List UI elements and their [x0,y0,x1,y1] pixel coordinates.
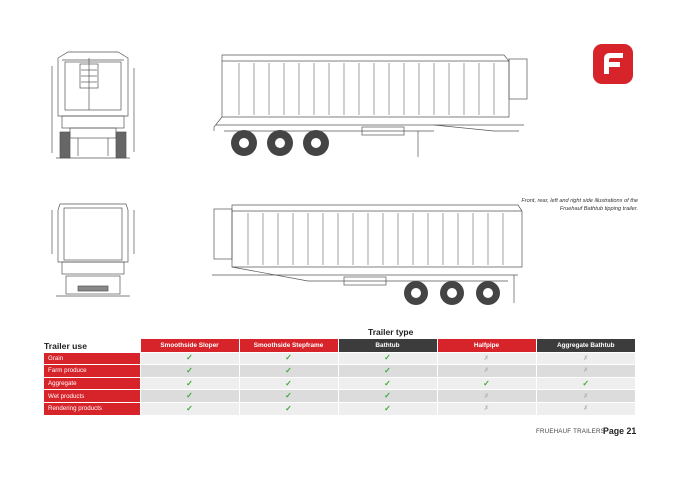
check-mark-icon: ✓ [139,376,239,390]
cross-mark-icon: ✗ [436,364,536,378]
check-mark-icon: ✓ [337,376,437,390]
check-mark-icon: ✓ [139,364,239,378]
row-label: Aggregate [44,376,140,390]
table-row: Wet products✓✓✓✗✗ [44,389,635,403]
check-mark-icon: ✓ [238,351,338,365]
column-header: Halfpipe [436,339,536,353]
column-header: Smoothside Stepframe [238,339,338,353]
table-row: Aggregate✓✓✓✓✓ [44,376,635,390]
row-label: Grain [44,351,140,365]
fruehauf-logo [593,44,633,84]
trailer-use-header: Trailer use [44,340,87,351]
table-row: Farm produce✓✓✓✗✗ [44,364,635,378]
check-mark-icon: ✓ [337,364,437,378]
check-mark-icon: ✓ [139,351,239,365]
table-row: Grain✓✓✓✗✗ [44,351,635,365]
cross-mark-icon: ✗ [535,401,635,415]
trailer-front-view-drawing [51,51,135,159]
page-number: Page 21 [603,426,637,436]
check-mark-icon: ✓ [238,401,338,415]
row-label: Farm produce [44,364,140,378]
cross-mark-icon: ✗ [535,389,635,403]
check-mark-icon: ✓ [337,401,437,415]
cross-mark-icon: ✗ [535,351,635,365]
check-mark-icon: ✓ [139,401,239,415]
row-label: Wet products [44,389,140,403]
cross-mark-icon: ✗ [436,389,536,403]
check-mark-icon: ✓ [238,376,338,390]
check-mark-icon: ✓ [337,351,437,365]
check-mark-icon: ✓ [238,364,338,378]
check-mark-icon: ✓ [337,389,437,403]
column-header: Bathtub [337,339,437,353]
trailer-use-table: Trailer use Smoothside Sloper Smoothside… [44,339,635,415]
row-label: Rendering products [44,401,140,415]
fruehauf-f-mark-icon [604,53,623,74]
trailer-right-side-drawing [212,204,523,305]
illustration-caption: Front, rear, left and right side illustr… [521,198,638,213]
trailer-left-side-drawing [213,54,528,157]
check-mark-icon: ✓ [139,389,239,403]
check-mark-icon: ✓ [535,376,635,390]
trailer-rear-view-drawing [51,203,135,297]
column-header: Smoothside Sloper [139,339,239,353]
cross-mark-icon: ✗ [535,364,635,378]
check-mark-icon: ✓ [436,376,536,390]
table-header-row: Trailer use Smoothside Sloper Smoothside… [44,339,635,353]
check-mark-icon: ✓ [238,389,338,403]
table-title: Trailer type [368,327,414,337]
cross-mark-icon: ✗ [436,351,536,365]
column-header: Aggregate Bathtub [535,339,635,353]
footer-brand: FRUEHAUF TRAILERS [536,428,605,435]
table-row: Rendering products✓✓✓✗✗ [44,401,635,415]
cross-mark-icon: ✗ [436,401,536,415]
